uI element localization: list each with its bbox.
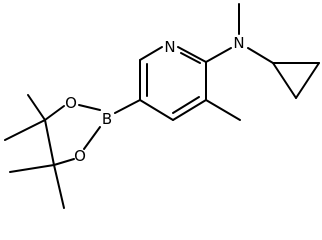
- bond-c2-amine-n: [205, 47, 232, 63]
- bond-c3-c4: [172, 99, 207, 121]
- bond-b-o-lower: [83, 126, 101, 150]
- atom-label-oxygen-upper: O: [65, 94, 77, 112]
- bond-c5-boron: [114, 99, 141, 114]
- bond-b-o-upper: [78, 104, 101, 111]
- bond-n1-c2: [177, 46, 207, 63]
- cyclopropyl-bond-3: [295, 62, 320, 99]
- pinacol-boronate: [4, 94, 101, 209]
- bond-methyl-4: [53, 164, 65, 209]
- bond-c-c-pinacol: [44, 119, 55, 166]
- bond-c6-n1: [139, 46, 163, 61]
- bond-o-upper-c: [44, 105, 65, 121]
- cyclopropyl-bond-2: [272, 62, 297, 99]
- molecule-structure: N N B O O: [4, 3, 320, 209]
- bond-c3-methyl: [205, 99, 241, 121]
- bond-n-cyclopropyl: [247, 47, 274, 64]
- atom-label-ring-nitrogen: N: [164, 38, 175, 56]
- atom-label-amine-nitrogen: N: [233, 34, 244, 52]
- amine-substituents: [238, 3, 320, 99]
- bond-c4-c5: [139, 99, 174, 121]
- bond-methyl-3: [9, 164, 55, 173]
- atom-label-boron: B: [102, 110, 112, 128]
- ring-substituents: [114, 47, 241, 121]
- bond-methyl-1: [27, 94, 46, 121]
- bond-c3-c4-inner: [172, 96, 200, 114]
- bond-n1-c2-inner: [180, 52, 201, 64]
- atom-label-oxygen-lower: O: [74, 147, 86, 165]
- bond-o-lower-c: [53, 158, 75, 166]
- pyridine-ring: [139, 46, 207, 121]
- bond-methyl-2: [4, 119, 46, 141]
- structure-canvas: N N B O O: [4, 3, 320, 209]
